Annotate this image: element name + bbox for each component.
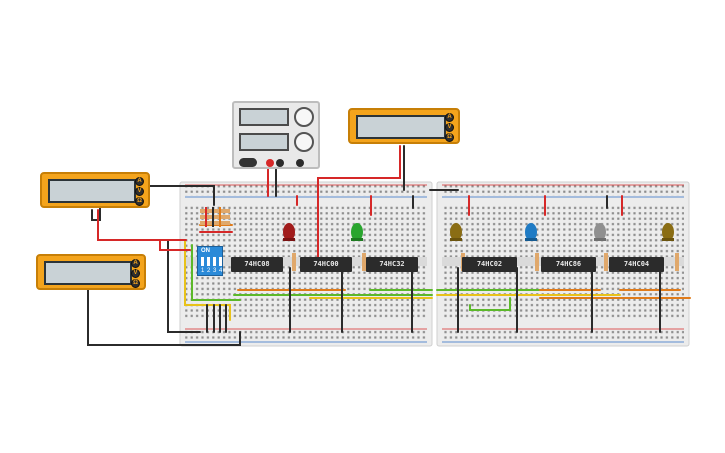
knob-a-icon[interactable]: A — [131, 259, 140, 268]
terminal-negative-icon[interactable] — [276, 159, 284, 167]
dip-switch-4[interactable] — [219, 257, 222, 266]
dip-switch-label: ON — [201, 248, 210, 254]
terminal-ground-icon[interactable] — [296, 159, 304, 167]
resistor-bank — [200, 207, 230, 227]
multimeter-display — [48, 179, 136, 203]
multimeter-display — [356, 115, 446, 139]
chip-u2[interactable]: 74HC00 — [300, 257, 352, 272]
dip-number-2: 2 — [207, 268, 211, 274]
chip-u3[interactable]: 74HC32 — [366, 257, 418, 272]
multimeter-top-right[interactable]: A V Ω — [348, 108, 460, 144]
voltage-dial-icon[interactable] — [294, 107, 314, 127]
current-dial-icon[interactable] — [294, 132, 314, 152]
wires-black — [87, 145, 661, 346]
led-olive-1[interactable] — [450, 223, 462, 241]
knob-a-icon[interactable]: A — [135, 177, 144, 186]
chip-u6[interactable]: 74HC04 — [609, 257, 664, 272]
terminal-positive-icon[interactable] — [266, 159, 274, 167]
knob-v-icon[interactable]: V — [135, 187, 144, 196]
led-grey[interactable] — [594, 223, 606, 241]
knob-v-icon[interactable]: V — [131, 269, 140, 278]
knob-ohm-icon[interactable]: Ω — [135, 197, 144, 206]
power-switch[interactable] — [239, 158, 257, 167]
current-display — [239, 133, 289, 151]
led-green[interactable] — [351, 223, 363, 241]
knob-ohm-icon[interactable]: Ω — [445, 133, 454, 142]
breadboard-right — [436, 181, 690, 347]
chip-u1[interactable]: 74HC08 — [231, 257, 283, 272]
knob-ohm-icon[interactable]: Ω — [131, 279, 140, 288]
dip-switch[interactable]: ON 1 2 3 4 — [197, 246, 223, 276]
multimeter-display — [44, 261, 132, 285]
dip-number-1: 1 — [201, 268, 205, 274]
dip-switch-1[interactable] — [201, 257, 204, 266]
chip-u5[interactable]: 74HC86 — [541, 257, 596, 272]
voltage-display — [239, 108, 289, 126]
knob-a-icon[interactable]: A — [445, 113, 454, 122]
dip-number-3: 3 — [213, 268, 217, 274]
multimeter-bottom-left[interactable]: A V Ω — [36, 254, 146, 290]
dip-switch-2[interactable] — [207, 257, 210, 266]
led-red[interactable] — [283, 223, 295, 241]
chip-u4[interactable]: 74HC02 — [462, 257, 517, 272]
led-olive-2[interactable] — [662, 223, 674, 241]
dip-switch-3[interactable] — [213, 257, 216, 266]
knob-v-icon[interactable]: V — [445, 123, 454, 132]
power-supply[interactable] — [232, 101, 320, 169]
dip-number-4: 4 — [219, 268, 223, 274]
led-blue[interactable] — [525, 223, 537, 241]
multimeter-top-left[interactable]: A V Ω — [40, 172, 150, 208]
